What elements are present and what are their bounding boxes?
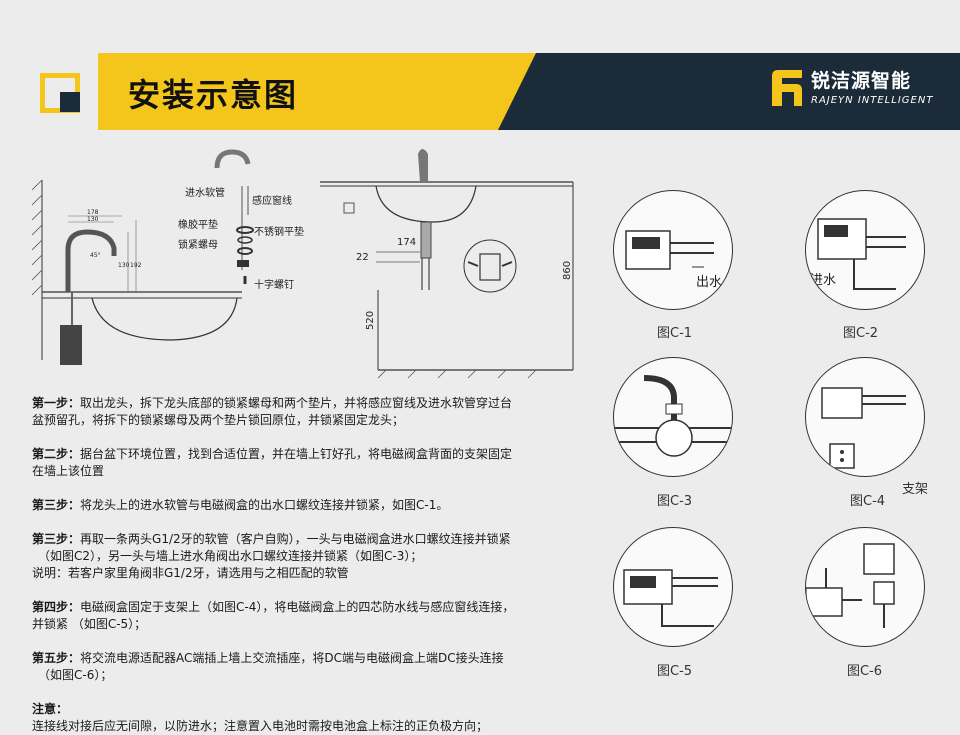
step-2-line-1: 据台盆下环境位置，找到合适位置，并在墙上钉好孔，将电磁阀盒背面的支架固定 [80,447,513,461]
label-inlet-hose: 进水软管 [185,186,225,199]
installation-steps: 第一步：取出龙头，拆下龙头底部的锁紧螺母和两个垫片，并将感应窗线及进水软管穿过台… [32,395,587,735]
dim-45: 45° [90,252,101,259]
figure-c6 [805,527,925,647]
step-3b-line-2: （如图C2），另一头与墙上进水角阀出水口螺纹连接并锁紧（如图C-3）； [38,549,423,563]
figure-c3 [613,357,733,477]
step-4: 第四步：电磁阀盒固定于支架上（如图C-4），将电磁阀盒上的四芯防水线与感应窗线连… [32,599,587,633]
label-rubber-gasket: 橡胶平垫 [178,218,218,231]
label-stainless-gasket: 不锈钢平垫 [254,225,304,238]
c1-outlet-label: 出水 [696,275,722,290]
label-lock-nut: 锁紧螺母 [178,238,218,251]
step-3-line-1: 将龙头上的进水软管与电磁阀盒的出水口螺纹连接并锁紧，如图C-1。 [80,498,449,512]
label-cross-screw: 十字螺钉 [254,278,294,291]
page-title: 安装示意图 [128,76,299,114]
step-1: 第一步：取出龙头，拆下龙头底部的锁紧螺母和两个垫片，并将感应窗线及进水软管穿过台… [32,395,587,429]
note-label: 注意： [32,702,69,716]
dim-22: 22 [356,252,369,263]
label-sensor-window-line: 感应窗线 [252,194,292,207]
note: 注意： 连接线对接后应无间隙，以防进水；注意置入电池时需按电池盒上标注的正负极方… [32,701,587,735]
step-5: 第五步：将交流电源适配器AC端插上墙上交流插座，将DC端与电磁阀盒上端DC接头连… [32,650,587,684]
dim-130: 130 [87,216,99,223]
step-2-label: 第二步： [32,447,81,461]
dim-178: 178 [87,209,99,216]
step-4-line-1: 电磁阀盒固定于支架上（如图C-4），将电磁阀盒上的四芯防水线与感应窗线连接， [80,600,515,614]
step-5-label: 第五步： [32,651,81,665]
dim-520: 520 [365,311,376,330]
brand-name-cn: 锐洁源智能 [811,70,912,92]
brand-logo-icon [772,70,802,106]
figure-c5 [613,527,733,647]
c4-bracket-label: 支架 [902,482,929,497]
dim-860: 860 [562,261,573,280]
figure-c4 [805,357,925,477]
step-3-label: 第三步： [32,498,81,512]
step-2: 第二步：据台盆下环境位置，找到合适位置，并在墙上钉好孔，将电磁阀盒背面的支架固定… [32,446,587,480]
step-4-line-2: 并锁紧 （如图C-5）； [32,617,147,631]
figure-c2: 进水 [805,190,925,310]
step-5-line-2: （如图C-6）； [38,668,113,682]
caption-c2: 图C-2 [843,326,879,341]
caption-c1: 图C-1 [657,326,693,341]
step-4-label: 第四步： [32,600,81,614]
basin-dimension-diagram: 174 22 860 520 [320,149,574,379]
step-1-line-2: 盆预留孔，将拆下的锁紧螺母及两个垫片锁回原位，并锁紧固定龙头； [32,413,405,427]
step-2-line-2: 在墙上该位置 [32,464,105,478]
step-3b-label: 第三步： [32,532,81,546]
header-band-slant [498,53,536,130]
step-1-line-1: 取出龙头，拆下龙头底部的锁紧螺母和两个垫片，并将感应窗线及进水软管穿过台 [80,396,513,410]
header-dark-band [498,53,960,130]
step-3b-extra: 说明：若客户家里角阀非G1/2牙，请选用与之相匹配的软管 [32,566,349,580]
faucet-install-diagram: 178 130 45° 130 192 进水软管 感应窗线 橡胶平垫 不锈钢平垫… [32,149,304,365]
dim-174: 174 [397,237,416,248]
brand-name-en: RAJEYN INTELLIGENT [811,95,934,106]
step-5-line-1: 将交流电源适配器AC端插上墙上交流插座，将DC端与电磁阀盒上端DC接头连接 [80,651,504,665]
step-3: 第三步：将龙头上的进水软管与电磁阀盒的出水口螺纹连接并锁紧，如图C-1。 [32,497,587,514]
step-3b: 第三步：再取一条两头G1/2牙的软管（客户自购），一头与电磁阀盒进水口螺纹连接并… [32,531,587,582]
dim-130b: 130 [118,262,130,269]
note-text: 连接线对接后应无间隙，以防进水；注意置入电池时需按电池盒上标注的正负极方向； [32,719,489,733]
step-3b-line-1: 再取一条两头G1/2牙的软管（客户自购），一头与电磁阀盒进水口螺纹连接并锁紧 [80,532,511,546]
caption-c5: 图C-5 [657,664,693,679]
c2-inlet-label: 进水 [810,273,836,288]
dim-192: 192 [130,262,142,269]
caption-c3: 图C-3 [657,494,693,509]
header-yellow-band [98,53,505,130]
step-1-label: 第一步： [32,396,81,410]
caption-c6: 图C-6 [847,664,883,679]
title-square-fill [60,92,80,112]
figure-c1: 出水 [613,190,733,310]
caption-c4: 图C-4 [850,494,886,509]
